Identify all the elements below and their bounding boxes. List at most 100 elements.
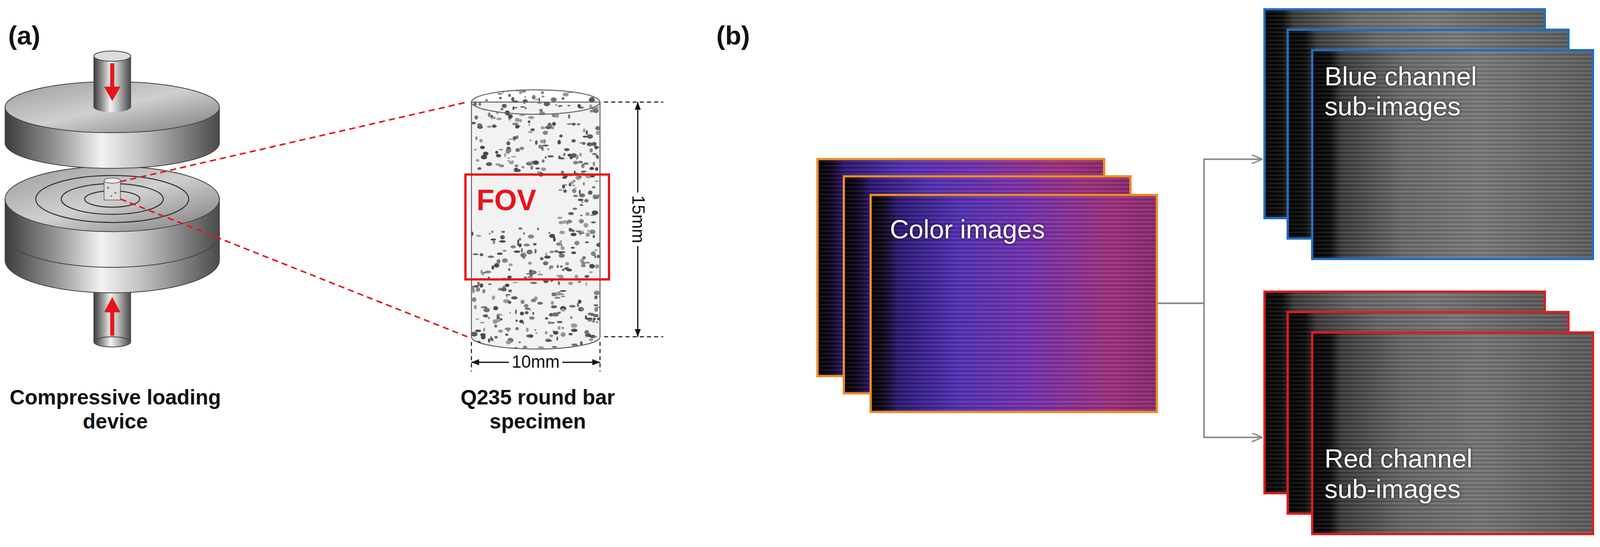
speckle-dot	[493, 306, 499, 311]
speckle-dot	[496, 259, 500, 264]
speckle-dot	[491, 116, 496, 120]
speckle-dot	[571, 251, 577, 255]
speckle-dot	[577, 281, 582, 284]
speckle-dot	[506, 340, 512, 345]
speckle-dot	[509, 312, 511, 314]
speckle-dot	[549, 334, 553, 338]
speckle-dot	[584, 330, 590, 335]
speckle-dot	[593, 290, 600, 296]
speckle-dot	[501, 258, 508, 264]
speckle-dot	[522, 99, 528, 103]
speckle-dot	[577, 104, 582, 108]
speckle-dot	[573, 160, 579, 165]
speckle-dot	[561, 295, 566, 298]
speckle-dot	[595, 106, 600, 109]
speckle-dot	[526, 273, 531, 275]
speckle-dot	[514, 164, 519, 168]
speckle-dot	[524, 107, 527, 110]
speckle-dot	[539, 139, 546, 144]
speckle-dot	[589, 97, 595, 101]
speckle-dot	[537, 302, 544, 305]
speckle-dot	[538, 97, 541, 102]
speckle-dot	[562, 97, 565, 100]
speckle-dot	[580, 341, 583, 346]
speckle-dot	[527, 131, 533, 134]
speckle-dot	[516, 135, 519, 140]
speckle-dot	[589, 167, 595, 171]
speckle-dot	[512, 100, 519, 103]
speckle-dot	[486, 125, 492, 129]
speckle-dot	[480, 253, 482, 255]
speckle-dot	[592, 336, 597, 338]
speckle-dot	[568, 212, 574, 215]
speckle-dot	[499, 240, 507, 244]
speckle-dot	[563, 153, 566, 157]
speckle-dot	[475, 329, 482, 333]
speckle-dot	[526, 327, 529, 333]
speckle-dot	[471, 285, 475, 291]
speckle-dot	[474, 115, 478, 120]
speckle-dot	[559, 157, 565, 160]
speckle-dot	[491, 230, 494, 234]
speckle-dot	[589, 148, 593, 153]
speckle-dot	[518, 227, 523, 231]
speckle-dot	[544, 255, 551, 259]
speckle-dot	[511, 296, 518, 300]
connector-arrow	[1157, 159, 1263, 304]
speckle-dot	[557, 217, 563, 220]
speckle-dot	[588, 313, 595, 316]
speckle-dot	[482, 289, 486, 294]
speckle-dot	[587, 319, 592, 323]
upper-platen	[4, 81, 220, 169]
speckle-dot	[581, 230, 584, 233]
speckle-dot	[575, 154, 579, 160]
speckle-dot	[550, 301, 554, 305]
caption: Q235 round bar specimen	[440, 385, 636, 434]
speckle-dot	[534, 329, 537, 332]
connector-arrow	[1157, 303, 1263, 438]
dimension-line	[604, 102, 664, 338]
speckle-dot	[594, 146, 600, 150]
speckle-dot	[507, 159, 510, 162]
speckle-dot	[595, 264, 600, 269]
speckle-dot	[556, 242, 562, 247]
speckle-dot	[473, 305, 477, 310]
speckle-dot	[545, 317, 549, 320]
speckle-dot	[527, 161, 531, 164]
speckle-dot	[475, 287, 481, 293]
speckle-dot	[571, 184, 576, 187]
speckle-dot	[494, 324, 497, 327]
speckle-dot	[491, 265, 495, 270]
speckle-dot	[563, 220, 567, 224]
speckle-dot	[470, 93, 478, 95]
speckle-dot	[585, 282, 588, 286]
speckle-dot	[518, 341, 522, 344]
speckle-dot	[507, 138, 514, 140]
speckle-dot	[486, 86, 490, 90]
speckle-dot	[531, 95, 535, 97]
speckle-dot	[521, 248, 523, 254]
speckle-dot	[570, 247, 575, 249]
speckle-dot	[508, 263, 513, 267]
speckle-dot	[481, 343, 484, 347]
speckle-dot	[585, 232, 591, 237]
speckle-dot	[481, 306, 488, 309]
speckle-dot	[565, 262, 569, 266]
speckle-dot	[487, 255, 495, 259]
speckle-dot	[590, 214, 596, 216]
speckle-dot	[560, 265, 563, 268]
speckle-dot	[569, 156, 573, 160]
speckle-dot	[581, 163, 585, 169]
node-text: FOV	[474, 183, 539, 218]
speckle-dot	[588, 87, 596, 93]
speckle-dot	[491, 295, 496, 301]
speckle-dot	[519, 146, 525, 150]
speckle-dot	[582, 135, 588, 138]
speckle-dot	[557, 139, 561, 145]
speckle-dot	[527, 261, 532, 265]
speckle-dot	[530, 165, 534, 170]
speckle-dot	[529, 139, 532, 142]
speckle-dot	[577, 160, 583, 164]
speckle-dot	[586, 229, 590, 232]
speckle-dot	[531, 94, 536, 100]
